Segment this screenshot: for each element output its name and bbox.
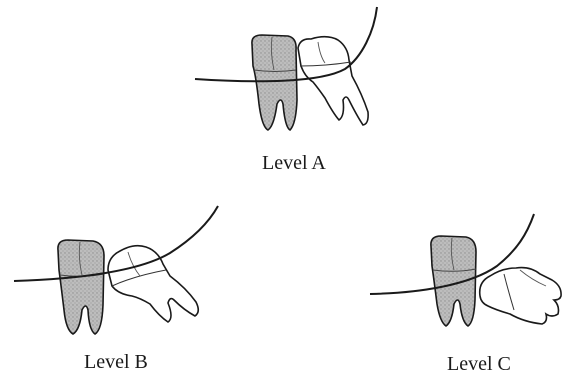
- level-b-group: [14, 206, 218, 334]
- level-a-group: [195, 7, 377, 130]
- level-a-label: Level A: [262, 153, 326, 173]
- level-c-second-molar: [431, 236, 476, 326]
- level-b-second-molar: [58, 240, 104, 334]
- level-a-third-molar: [298, 37, 368, 125]
- level-a-second-molar: [252, 35, 297, 130]
- level-c-label: Level C: [447, 354, 511, 374]
- level-c-third-molar: [480, 268, 561, 324]
- level-c-group: [370, 214, 561, 326]
- level-b-label: Level B: [84, 352, 148, 372]
- level-b-third-molar: [108, 246, 198, 322]
